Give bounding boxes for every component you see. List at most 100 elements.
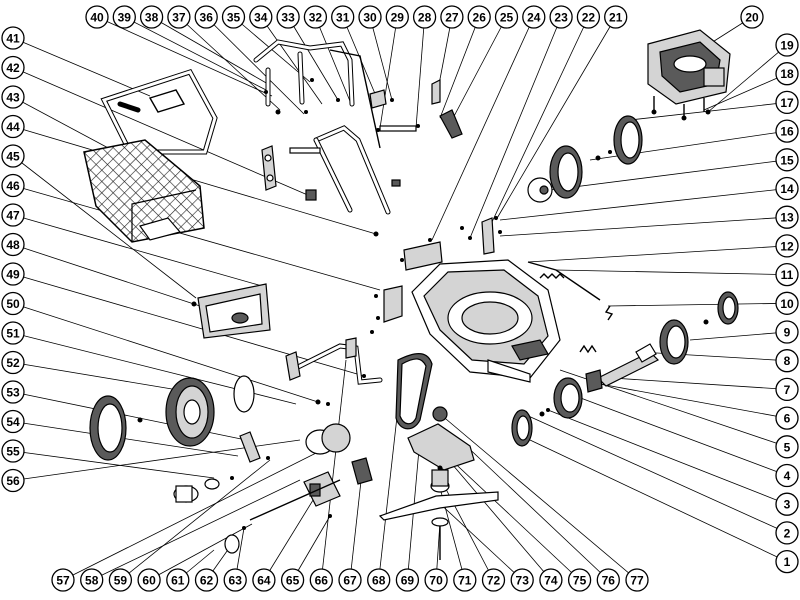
callout-circle	[775, 492, 799, 516]
leader-line-60	[148, 523, 253, 581]
grass-bag	[83, 139, 205, 243]
callout-label: 48	[6, 238, 20, 252]
callout-51: 51	[1, 321, 25, 345]
callout-label: 76	[602, 574, 616, 588]
callout-35: 35	[221, 5, 246, 29]
callout-3: 3	[775, 492, 799, 516]
callout-22: 22	[576, 5, 601, 29]
callout-circle	[51, 568, 75, 592]
callout-label: 51	[6, 327, 20, 341]
callout-label: 9	[784, 326, 791, 340]
leader-line-65	[292, 515, 331, 581]
callout-circle	[367, 568, 391, 592]
callout-52: 52	[1, 350, 25, 375]
spring-rods	[527, 261, 614, 321]
callout-label: 62	[200, 574, 214, 588]
callout-circle	[309, 568, 333, 592]
callout-label: 61	[171, 574, 185, 588]
leader-line-43	[12, 96, 113, 151]
callout-12: 12	[775, 234, 799, 258]
callout-circle	[166, 568, 190, 592]
leader-line-23	[469, 16, 562, 239]
leader-line-33	[287, 16, 339, 101]
callout-label: 65	[286, 574, 300, 588]
handle-lower	[313, 125, 391, 215]
callout-circle	[249, 5, 273, 29]
callout-circle	[194, 5, 218, 29]
callout-25: 25	[494, 5, 519, 29]
callout-40: 40	[85, 5, 109, 29]
callout-label: 42	[6, 61, 20, 75]
leader-line-13	[499, 216, 788, 237]
leader-line-44	[12, 126, 377, 235]
callout-76: 76	[596, 568, 620, 592]
callout-circle	[80, 568, 104, 592]
callout-label: 40	[90, 11, 104, 25]
callout-circle	[1, 439, 25, 463]
leader-line-76	[459, 439, 609, 581]
callout-54: 54	[1, 409, 25, 434]
callout-18: 18	[775, 62, 799, 86]
callout-label: 63	[229, 574, 243, 588]
callout-circle	[167, 5, 191, 29]
callout-49: 49	[1, 262, 25, 286]
callout-20: 20	[740, 5, 764, 29]
callout-circle	[108, 568, 133, 592]
leader-line-40	[96, 16, 273, 97]
callout-circle	[1, 26, 25, 50]
callout-circle	[596, 568, 620, 592]
leader-line-30	[369, 16, 393, 101]
callout-28: 28	[412, 5, 437, 29]
leader-line-77	[439, 413, 638, 581]
callout-label: 17	[780, 96, 794, 110]
callout-label: 49	[6, 268, 20, 282]
leader-lines	[12, 16, 788, 581]
callout-circle	[112, 5, 136, 29]
callout-circle	[775, 205, 799, 229]
leader-line-6	[599, 383, 788, 419]
leader-line-10	[607, 302, 788, 307]
callout-26: 26	[467, 5, 491, 29]
callout-36: 36	[194, 5, 218, 29]
callout-circle	[440, 5, 464, 29]
callout-17: 17	[775, 90, 799, 115]
callout-56: 56	[1, 468, 25, 493]
callout-33: 33	[276, 5, 300, 29]
leader-line-21	[495, 16, 617, 221]
leader-line-45	[12, 155, 197, 299]
leader-line-29	[379, 16, 398, 129]
callout-label: 16	[780, 125, 794, 139]
handle-fasteners	[264, 78, 420, 237]
callout-42: 42	[1, 55, 25, 80]
callout-numbers: 1234567891011121314151617181920212223242…	[1, 5, 799, 592]
callout-57: 57	[51, 568, 75, 592]
callout-circle	[338, 568, 362, 592]
callout-circle	[358, 5, 382, 29]
leader-line-37	[178, 16, 281, 111]
callout-72: 72	[481, 568, 506, 592]
callout-label: 35	[227, 11, 241, 25]
callout-circle	[775, 119, 799, 143]
callout-45: 45	[1, 144, 25, 168]
callout-19: 19	[775, 33, 799, 57]
rear-wheel	[89, 375, 255, 461]
callout-label: 19	[780, 39, 794, 53]
callout-circle	[740, 5, 764, 29]
leader-line-57	[62, 439, 343, 581]
front-right-wheels	[659, 291, 739, 365]
callout-21: 21	[604, 5, 628, 29]
callout-circle	[137, 568, 161, 592]
leader-line-56	[12, 439, 301, 481]
callout-label: 55	[6, 445, 20, 459]
callout-circle	[567, 568, 592, 592]
leader-line-2	[523, 413, 788, 534]
leader-line-59	[120, 459, 271, 581]
callout-label: 6	[784, 412, 791, 426]
leader-line-74	[439, 449, 552, 581]
leader-line-58	[91, 479, 301, 581]
callout-label: 2	[784, 526, 791, 540]
callout-circle	[775, 234, 799, 258]
callout-label: 26	[473, 11, 487, 25]
callout-43: 43	[1, 85, 25, 109]
handle-brackets	[261, 79, 463, 201]
